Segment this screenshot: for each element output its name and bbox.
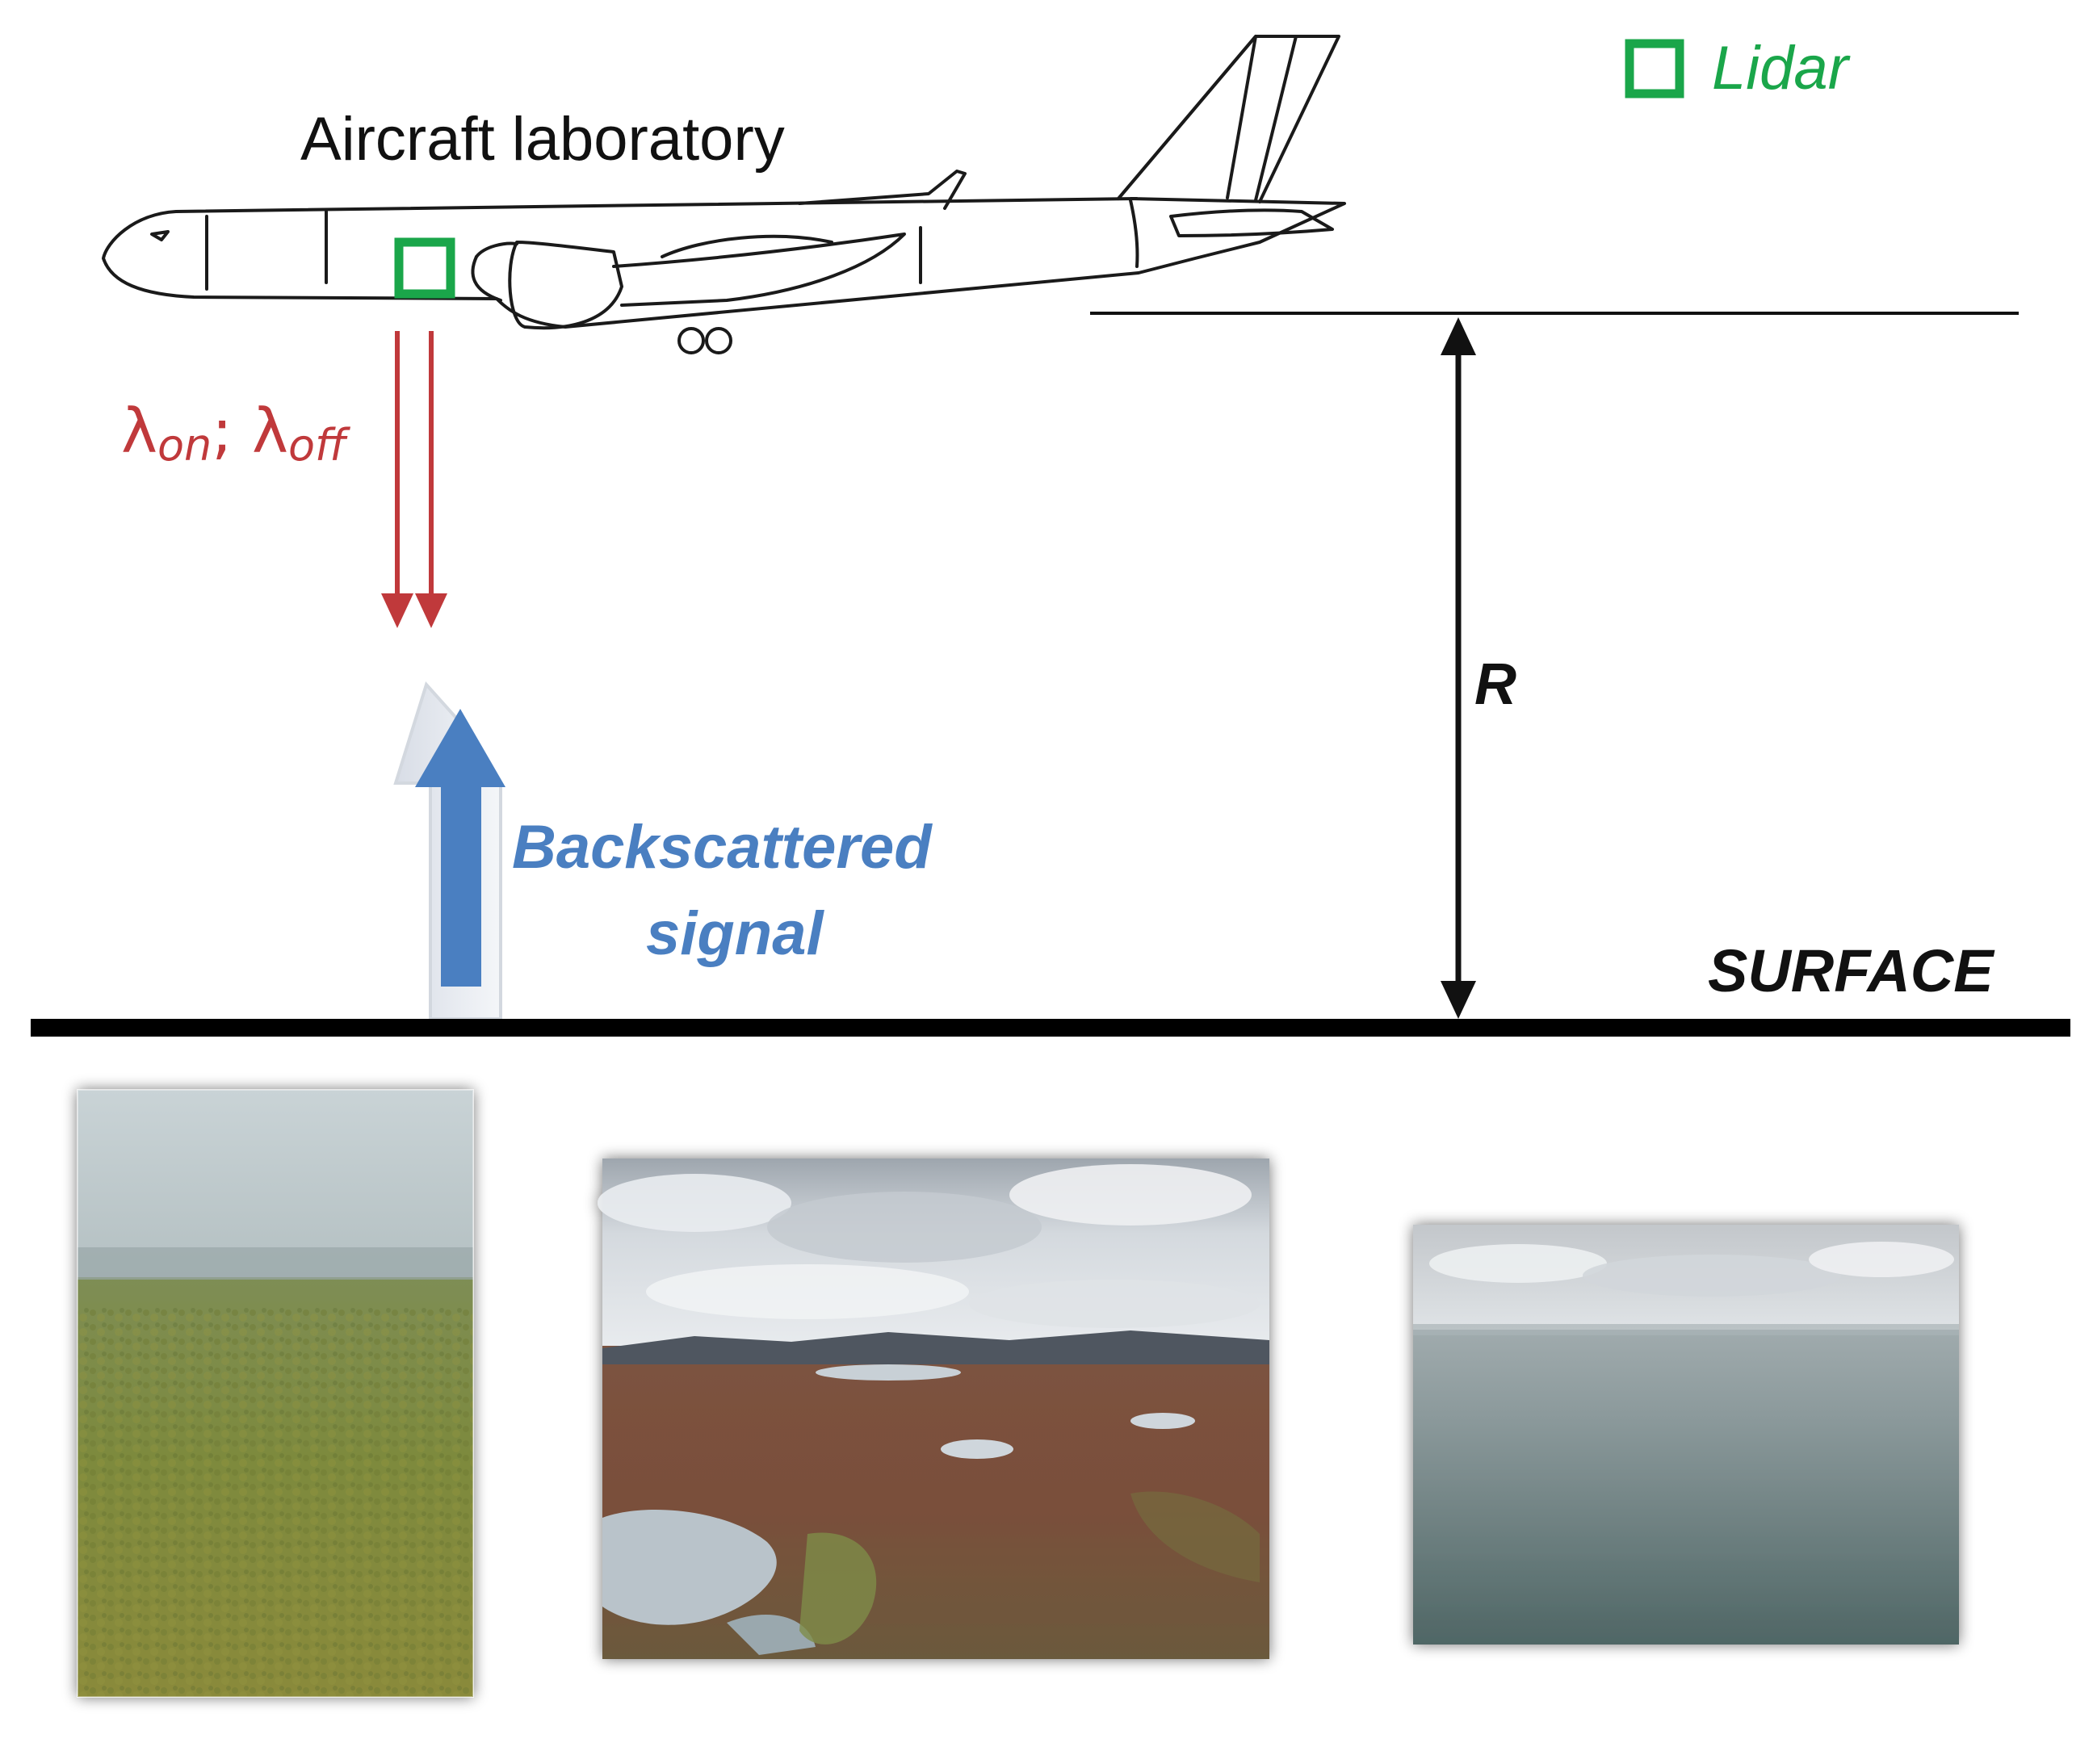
photo-water (1413, 1225, 1959, 1645)
photo-tundra-wetland (598, 1159, 1269, 1659)
emitted-beams (381, 331, 447, 628)
backscattered-signal-line2: signal (646, 899, 824, 968)
legend-lidar-marker (1625, 39, 1684, 98)
lambda-on-symbol: λ (121, 395, 157, 467)
legend-lidar-label: Lidar (1712, 34, 1851, 103)
legend: Lidar (1625, 34, 1851, 103)
lambda-on-subscript: on (157, 420, 212, 471)
surface-line (31, 1019, 2070, 1037)
wavelength-label: λon; λoff (121, 395, 350, 471)
aircraft-drawing (102, 35, 1346, 354)
lambda-separator: ; (212, 395, 252, 467)
range-label: R (1474, 652, 1516, 717)
aircraft-laboratory-label: Aircraft laboratory (300, 105, 785, 174)
lidar-instrument-marker (394, 237, 455, 299)
backscattered-signal-line1: Backscattered (512, 813, 933, 882)
lambda-off-symbol: λ (252, 395, 288, 467)
beam-lambda-on-arrowhead (381, 593, 413, 628)
backscatter-arrow (393, 681, 505, 1020)
range-arrow (1441, 317, 1476, 1019)
beam-lambda-off-arrowhead (415, 593, 447, 628)
photo-forest (77, 1089, 474, 1698)
lambda-off-subscript: off (288, 420, 350, 471)
surface-label: SURFACE (1708, 937, 1995, 1004)
